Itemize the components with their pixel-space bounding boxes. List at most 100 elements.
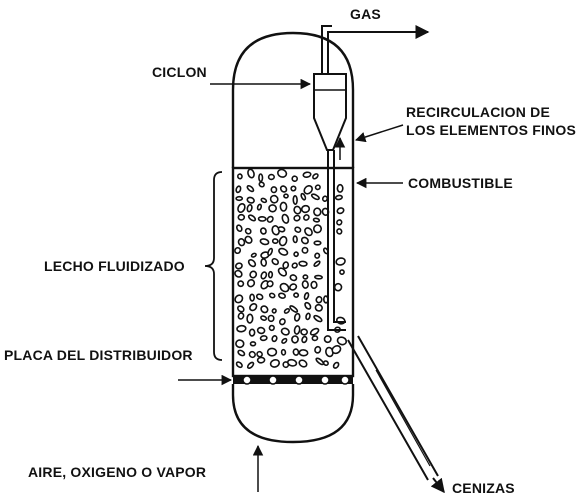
bed-particle xyxy=(247,258,257,268)
bed-particle xyxy=(336,207,345,215)
bed-particle xyxy=(269,358,281,368)
bed-particle xyxy=(270,186,278,194)
bed-particle xyxy=(234,269,243,278)
vessel-bottom-head xyxy=(231,384,355,444)
ciclon-label: CICLON xyxy=(152,64,207,80)
bed-particle xyxy=(260,258,268,267)
bed-particle xyxy=(271,238,279,245)
bed-particle xyxy=(236,173,243,180)
bed-particle xyxy=(235,339,245,349)
bed-particles xyxy=(234,168,348,369)
bed-particle xyxy=(301,335,308,344)
bed-brace xyxy=(204,171,223,361)
bed-particle xyxy=(246,203,253,213)
bed-particle xyxy=(279,318,286,326)
bed-particle xyxy=(304,227,313,237)
bed-particle xyxy=(298,349,309,357)
bed-particle xyxy=(234,246,242,255)
bed-particle xyxy=(266,347,278,357)
bed-particle xyxy=(267,173,275,181)
bed-particle xyxy=(289,305,299,313)
bed-particle xyxy=(258,173,264,183)
bed-particle xyxy=(281,337,288,344)
bed-particle xyxy=(237,312,245,320)
bed-particle xyxy=(282,261,290,270)
bed-particle xyxy=(268,324,275,332)
bed-particle xyxy=(237,280,245,288)
bed-particle xyxy=(339,269,345,276)
bed-particle xyxy=(309,327,320,336)
bed-particle xyxy=(246,196,255,204)
bed-particle xyxy=(267,247,274,257)
bed-particle xyxy=(291,335,299,344)
bed-particle xyxy=(277,226,286,233)
bed-particle xyxy=(290,185,297,192)
bed-particle xyxy=(260,305,269,314)
bed-particle xyxy=(293,205,302,215)
bed-particle xyxy=(312,224,323,234)
bed-particle xyxy=(237,238,246,247)
bed-particle xyxy=(246,185,255,193)
bed-particle xyxy=(283,307,291,314)
bed-particle xyxy=(291,175,299,182)
bed-particle xyxy=(279,185,288,193)
bed-particle xyxy=(244,227,252,235)
bed-particle xyxy=(310,193,320,201)
aire-label: AIRE, OXIGENO O VAPOR xyxy=(28,464,207,480)
bed-particle xyxy=(267,270,274,279)
recirculacion-label-line1: RECIRCULACION DE xyxy=(406,104,550,120)
bed-particle xyxy=(276,168,288,178)
bed-particle xyxy=(293,325,301,335)
bed-particle xyxy=(322,360,329,367)
bed-particle xyxy=(237,349,246,357)
bed-particle xyxy=(259,238,270,246)
bed-particle xyxy=(271,308,277,314)
bed-particle xyxy=(300,328,308,336)
bed-particle xyxy=(312,173,319,180)
bed-particle xyxy=(293,251,299,258)
bed-particle xyxy=(237,202,246,214)
cenizas-label: CENIZAS xyxy=(452,480,515,496)
lecho-label: LECHO FLUIDIZADO xyxy=(44,258,185,274)
cyclone-body xyxy=(313,73,347,151)
bed-particle xyxy=(256,326,266,335)
bed-particle xyxy=(313,260,321,267)
bed-particle xyxy=(246,278,256,288)
bed-particle xyxy=(260,197,268,204)
bed-particle xyxy=(247,168,255,179)
bed-particle xyxy=(248,328,256,337)
gas-label: GAS xyxy=(350,6,381,22)
bed-particle xyxy=(310,280,318,290)
bed-particle xyxy=(336,219,343,226)
recirculacion-leader xyxy=(354,124,404,143)
bed-particle xyxy=(302,171,312,178)
bed-particle xyxy=(293,312,301,322)
bed-particle xyxy=(267,314,275,323)
bed-particle xyxy=(335,257,346,266)
bed-particle xyxy=(312,217,321,223)
gas-outlet-pipe xyxy=(321,25,428,74)
bed-particle xyxy=(314,274,323,280)
bed-particle xyxy=(271,335,278,343)
bed-particle xyxy=(280,327,290,336)
bed-particle xyxy=(256,203,263,211)
bed-particle xyxy=(331,345,342,355)
ash-outlet-pipe xyxy=(347,335,439,481)
bed-particle xyxy=(249,270,258,279)
bed-particle xyxy=(246,361,255,369)
bed-particle xyxy=(293,214,301,222)
bed-particle xyxy=(286,358,298,367)
bed-particle xyxy=(292,348,300,356)
recirculacion-label-line2: LOS ELEMENTOS FINOS xyxy=(406,122,577,138)
bed-particle xyxy=(247,214,257,222)
bed-particle xyxy=(234,294,244,304)
bed-particle xyxy=(298,260,308,267)
bed-particle xyxy=(336,228,343,235)
bed-particle xyxy=(260,315,268,321)
bed-particle xyxy=(269,194,279,204)
bed-particle xyxy=(249,293,256,302)
bed-particle xyxy=(235,185,242,194)
placa-label: PLACA DEL DISTRIBUIDOR xyxy=(4,347,193,363)
bed-particle xyxy=(278,247,289,256)
